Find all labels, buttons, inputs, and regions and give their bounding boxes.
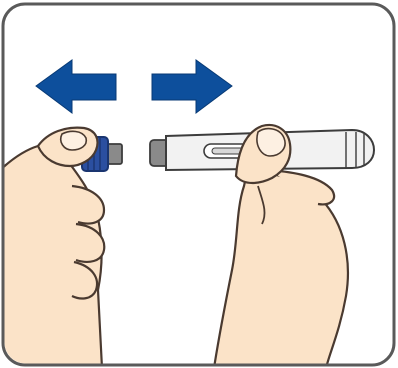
left-thumbnail bbox=[61, 131, 87, 150]
right-thumbnail bbox=[257, 129, 285, 156]
